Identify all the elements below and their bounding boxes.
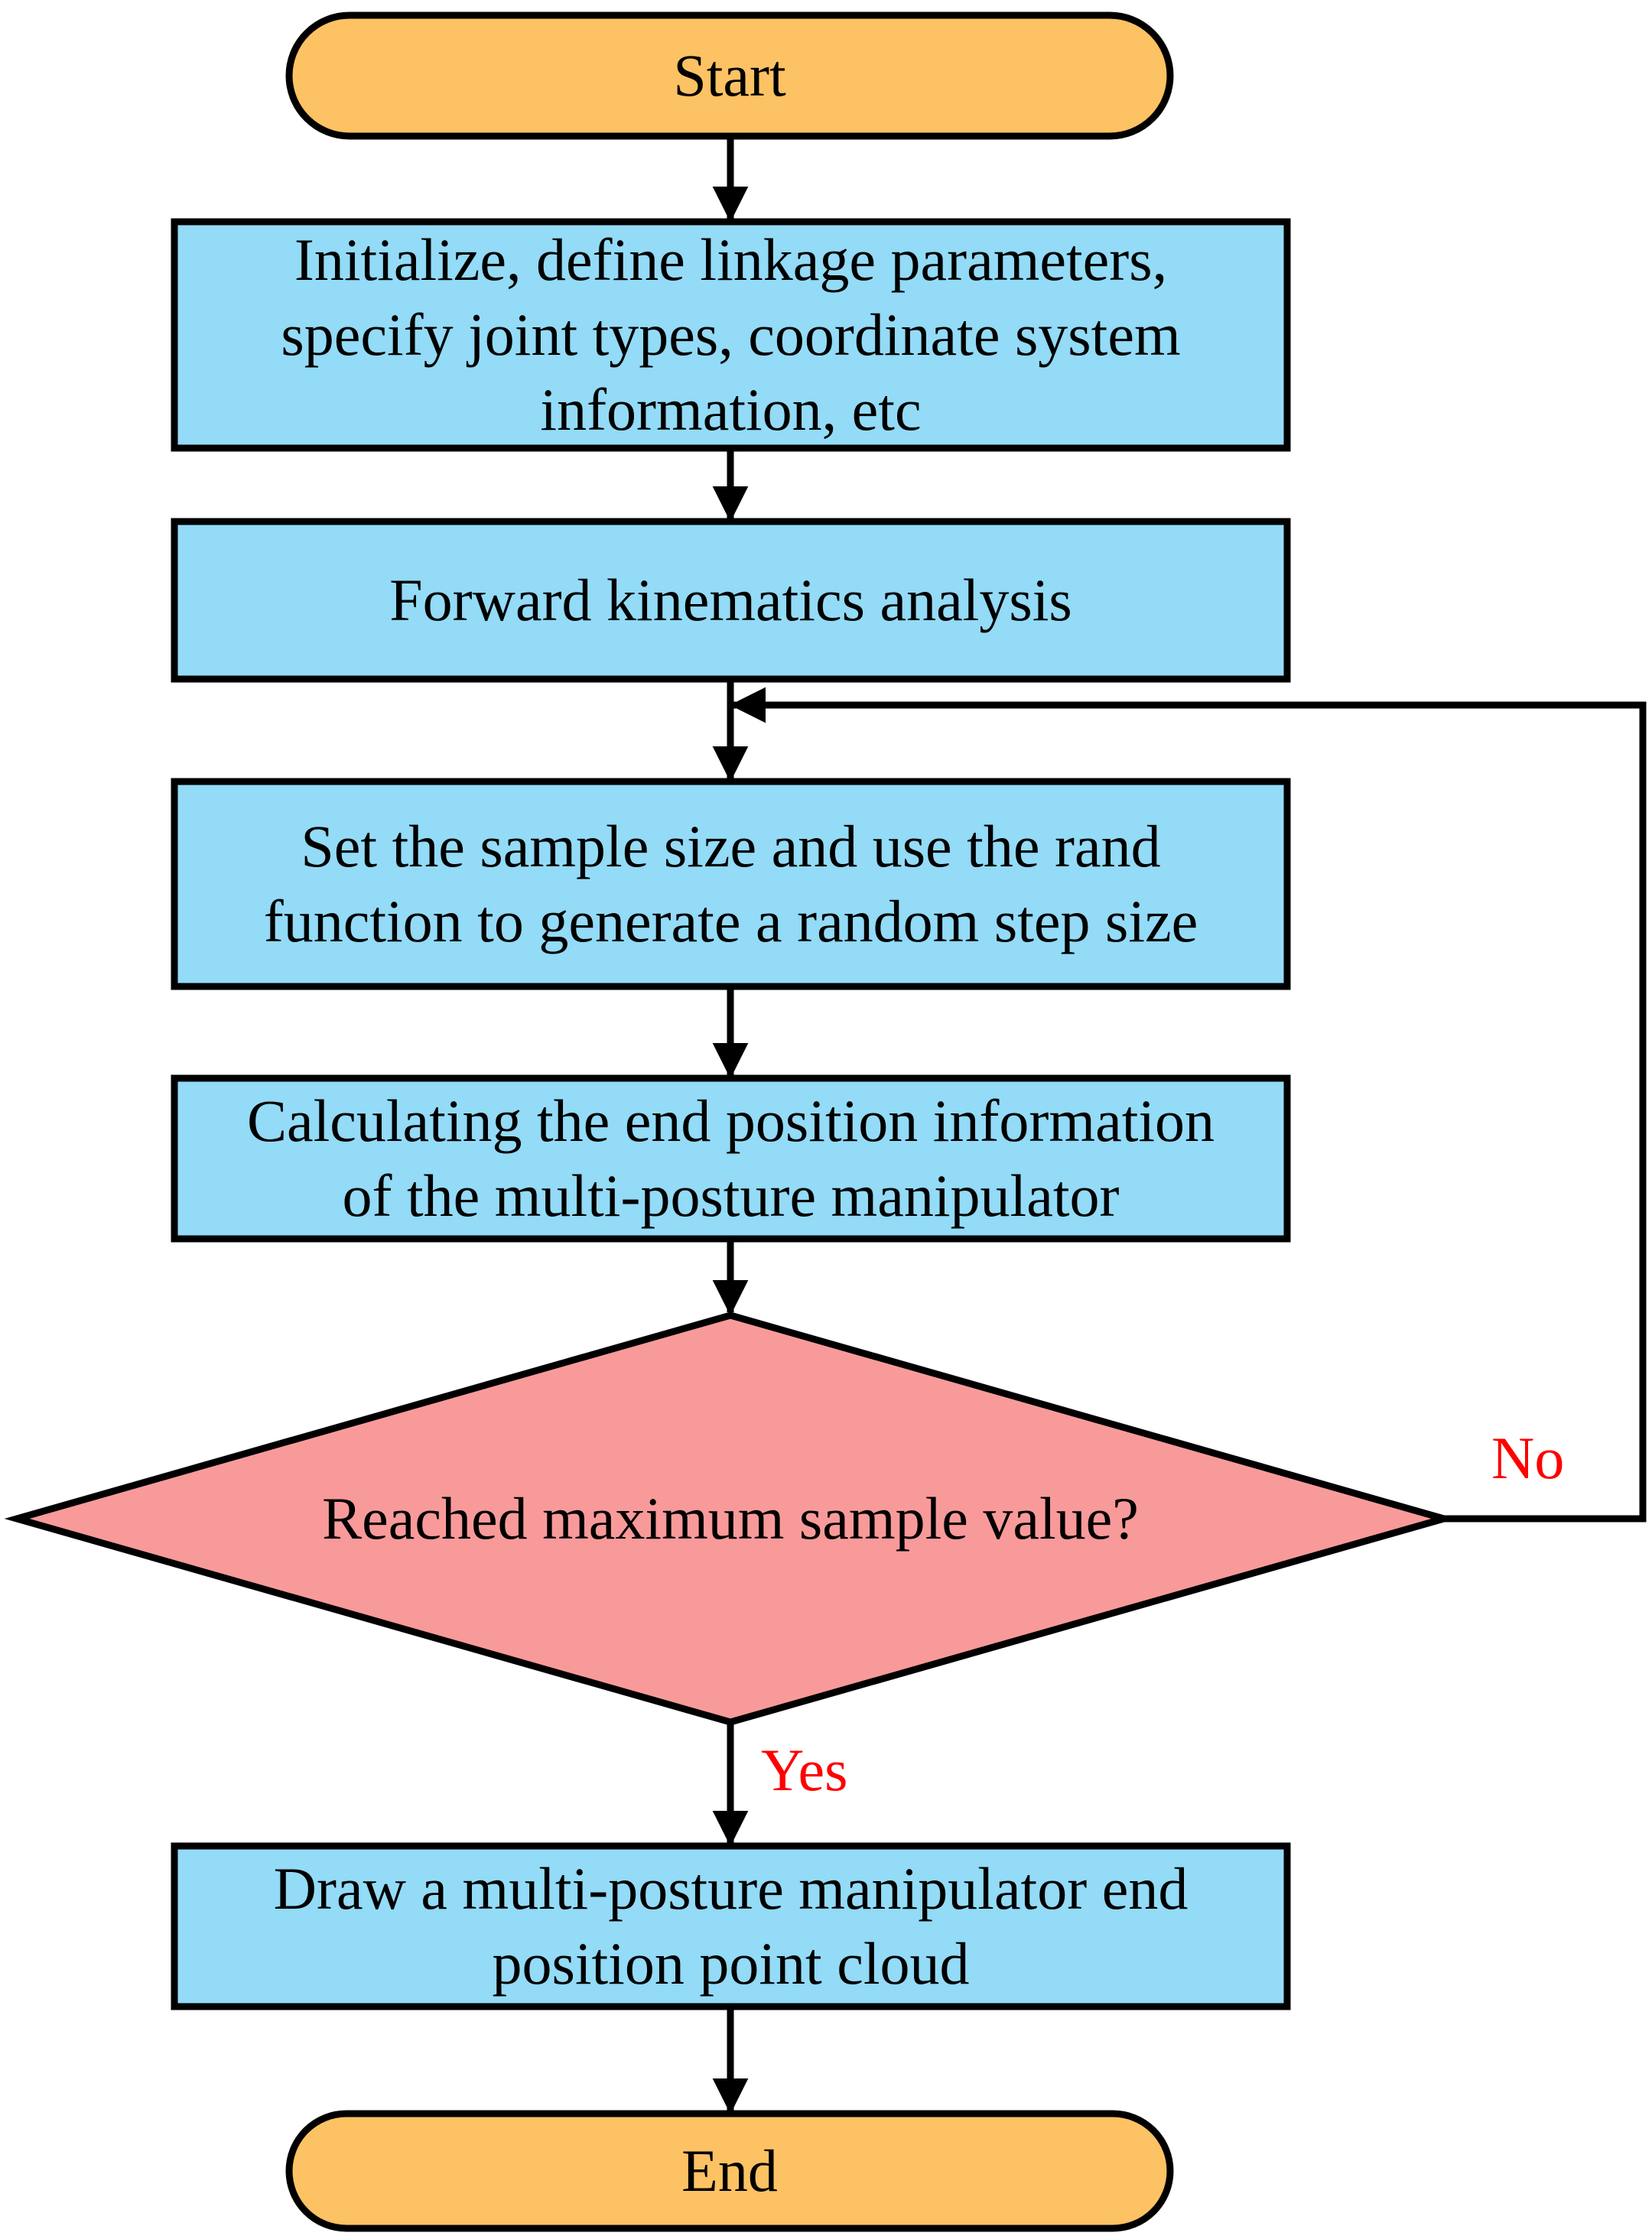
end-label: End (681, 2137, 778, 2204)
no-edge-label: No (1491, 1425, 1565, 1491)
sample-size-label: Set the sample size and use the rand fun… (263, 813, 1198, 954)
yes-edge-label: Yes (761, 1737, 848, 1803)
draw-point-cloud-box (171, 1842, 1291, 2010)
init-process-box (171, 218, 1291, 452)
decision-label: Reached maximum sample value? (322, 1485, 1139, 1552)
start-label: Start (673, 42, 786, 109)
arrow-decision-no-loop (730, 687, 1647, 1523)
forward-kinematics-label: Forward kinematics analysis (389, 567, 1072, 633)
draw-point-cloud-label: Draw a multi-posture manipulator end pos… (273, 1855, 1189, 1997)
calculate-position-label: Calculating the end position information… (246, 1087, 1215, 1229)
sample-size-box (171, 778, 1291, 990)
init-label: Initialize, define linkage parameters, s… (281, 226, 1181, 443)
